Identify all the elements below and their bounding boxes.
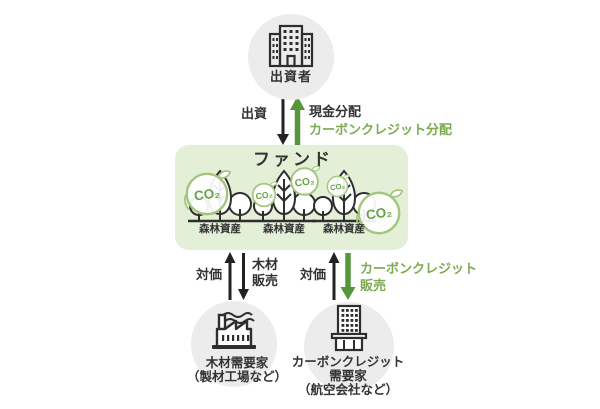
carbon-credit-sales-label-line1: カーボンクレジット (360, 261, 478, 276)
forest-asset-label: 森林資産 (263, 223, 305, 235)
timber-consumer-label-line1: 木材需要家 (205, 356, 269, 370)
timber-sales-label-line1: 木材 (252, 257, 279, 272)
co2-bubble-icon: CO₂ (356, 189, 404, 235)
tower-building-icon (330, 304, 368, 352)
svg-text:CO₂: CO₂ (330, 181, 347, 192)
distribution-arrow (290, 96, 305, 145)
cash-distribution-label: 現金分配 (309, 104, 362, 119)
timber-sales-arrow (238, 253, 249, 300)
investor-label: 出資者 (269, 69, 313, 84)
carbon-consumer-label-line3: （航空会社など） (297, 383, 399, 397)
timber-consideration-label: 対価 (195, 267, 222, 282)
co2-bubble-icon: CO₂ (251, 181, 278, 208)
timber-consideration-arrow (224, 252, 236, 300)
factory-icon (212, 312, 256, 349)
carbon-consumer-label-line2: 需要家 (329, 369, 367, 383)
co2-bubble-icon: CO₂ (290, 165, 321, 196)
svg-text:CO₂: CO₂ (365, 204, 393, 222)
timber-sales-label-line2: 販売 (252, 273, 279, 288)
carbon-consumer-label-line1: カーボンクレジット (291, 355, 405, 369)
svg-text:CO₂: CO₂ (294, 176, 315, 190)
co2-bubble-icon: CO₂ (326, 174, 350, 198)
office-building-icon (268, 24, 314, 68)
carbon-consideration-arrow (328, 252, 340, 300)
investment-arrow (277, 99, 289, 145)
svg-text:CO₂: CO₂ (255, 189, 273, 201)
carbon-credit-distribution-label: カーボンクレジット分配 (309, 122, 453, 137)
carbon-consideration-label: 対価 (299, 267, 326, 282)
fund-title: ファンド (253, 150, 333, 169)
forest-asset-label: 森林資産 (199, 223, 241, 235)
forest-asset-label: 森林資産 (323, 223, 365, 235)
svg-text:CO₂: CO₂ (193, 185, 221, 203)
co2-bubble-icon: CO₂ (184, 170, 232, 216)
carbon-credit-sales-label-line2: 販売 (360, 278, 387, 293)
timber-consumer-label-line2: （製材工場など） (186, 370, 288, 384)
investment-label: 出資 (240, 106, 267, 121)
carbon-credit-sales-arrow (340, 253, 356, 300)
